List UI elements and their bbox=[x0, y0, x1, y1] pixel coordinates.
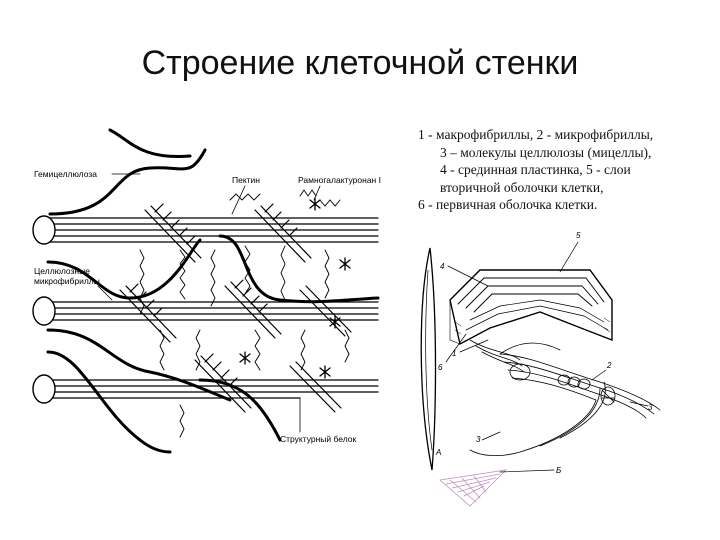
slide-title: Строение клеточной стенки bbox=[141, 44, 579, 82]
leader-3b bbox=[481, 431, 501, 441]
caption-line: 4 - срединная пластинка, 5 - слои bbox=[440, 162, 631, 177]
hemicellulose-strands bbox=[46, 128, 380, 454]
figure-caption: 1 - макрофибриллы, 2 - микрофибриллы, 3 … bbox=[418, 126, 718, 214]
label-structural-protein: Структурный белок bbox=[280, 434, 357, 444]
caption-line: 3 – молекулы целлюлозы (мицеллы), bbox=[440, 144, 652, 160]
label-pectin: Пектин bbox=[232, 175, 260, 185]
label-3b: 3 bbox=[476, 435, 481, 444]
spindle-cell bbox=[420, 247, 437, 471]
microfibril-beads bbox=[509, 363, 616, 406]
leader-4 bbox=[447, 265, 489, 287]
label-6: 6 bbox=[438, 363, 443, 372]
caption-line: 6 - первичная оболочка клетки. bbox=[418, 197, 598, 212]
microfibril-row-1 bbox=[47, 217, 379, 243]
caption-line: вторичной оболочки клетки, bbox=[440, 179, 604, 195]
micelle-detail bbox=[439, 469, 508, 507]
label-hemicellulose: Гемицеллюлоза bbox=[34, 169, 97, 179]
pectin-chains bbox=[139, 189, 350, 438]
leader-B bbox=[499, 469, 555, 473]
fibril-end-1 bbox=[32, 215, 56, 245]
label-2: 2 bbox=[606, 361, 612, 370]
caption-line: 1 - макрофибриллы, 2 - микрофибриллы, bbox=[418, 127, 654, 142]
label-B: Б bbox=[556, 466, 561, 475]
hatched-rods bbox=[119, 203, 352, 413]
leader-2 bbox=[591, 369, 607, 381]
leader-1 bbox=[459, 339, 489, 353]
leader-rhamnogalacturonan bbox=[313, 185, 321, 201]
leader-5 bbox=[559, 241, 579, 273]
leader-6 bbox=[445, 333, 467, 363]
label-rhamnogalacturonan: Рамногалактуронан I bbox=[298, 175, 381, 185]
leader-pectin bbox=[231, 185, 246, 215]
label-1: 1 bbox=[452, 349, 456, 358]
wall-block bbox=[449, 269, 613, 346]
fibril-end-3 bbox=[32, 374, 56, 404]
label-cellulose-microfibrils-2: микрофибриллы bbox=[34, 276, 100, 286]
fibril-end-2 bbox=[32, 296, 56, 326]
rhamnogalacturonan-nodes bbox=[239, 197, 351, 379]
label-4: 4 bbox=[440, 262, 445, 271]
label-3a: 3 bbox=[648, 403, 653, 412]
label-cellulose-microfibrils-1: Целлюлозные bbox=[34, 266, 90, 276]
label-A: А bbox=[435, 448, 441, 457]
label-5: 5 bbox=[576, 231, 581, 240]
leader-microfibrils bbox=[97, 285, 113, 301]
leader-3a bbox=[629, 401, 649, 407]
